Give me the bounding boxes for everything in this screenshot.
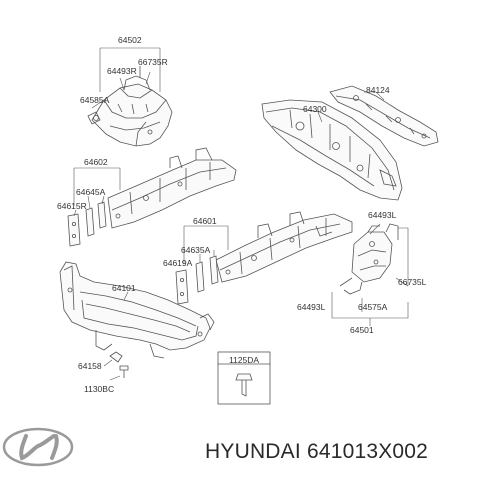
- part-64501-drawing: [339, 223, 399, 295]
- label-64585A: 64585A: [80, 95, 110, 105]
- hyundai-logo-icon: [2, 427, 74, 467]
- label-66735R: 66735R: [138, 57, 168, 67]
- label-1130BC: 1130BC: [84, 384, 115, 394]
- box-1125DA: [217, 351, 271, 405]
- part-64619A-drawing: [175, 255, 219, 305]
- label-64502: 64502: [118, 35, 142, 45]
- label-64493L: 64493L: [368, 210, 397, 220]
- label-64300: 64300: [303, 104, 327, 114]
- part-64601-drawing: [215, 211, 353, 283]
- label-64501: 64501: [350, 325, 374, 335]
- bolt-1125DA-drawing: [235, 373, 253, 397]
- label-1125DA: 1125DA: [228, 355, 260, 365]
- label-64601: 64601: [193, 216, 217, 226]
- label-64619A: 64619A: [163, 258, 193, 268]
- label-64493R: 64493R: [107, 66, 137, 76]
- label-64101: 64101: [112, 283, 136, 293]
- brand-part-number: HYUNDAI 641013X002: [205, 440, 429, 463]
- label-66735L: 66735L: [398, 277, 427, 287]
- part-64502-drawing: [87, 66, 173, 147]
- part-64602-drawing: [107, 147, 237, 229]
- label-64635A: 64635A: [181, 245, 211, 255]
- label-64158: 64158: [78, 361, 102, 371]
- part-64300-drawing: [261, 99, 403, 201]
- part-84124-drawing: [329, 85, 439, 147]
- part-64101-drawing: [59, 261, 215, 359]
- label-64615R: 64615R: [57, 201, 87, 211]
- label-64645A: 64645A: [76, 187, 106, 197]
- label-64493L-lower: 64493L: [297, 302, 326, 312]
- part-64158-drawing: [109, 351, 129, 378]
- label-64602: 64602: [84, 157, 108, 167]
- label-84124: 84124: [366, 85, 390, 95]
- label-64575A: 64575A: [358, 302, 388, 312]
- part-64615R-drawing: [67, 201, 107, 247]
